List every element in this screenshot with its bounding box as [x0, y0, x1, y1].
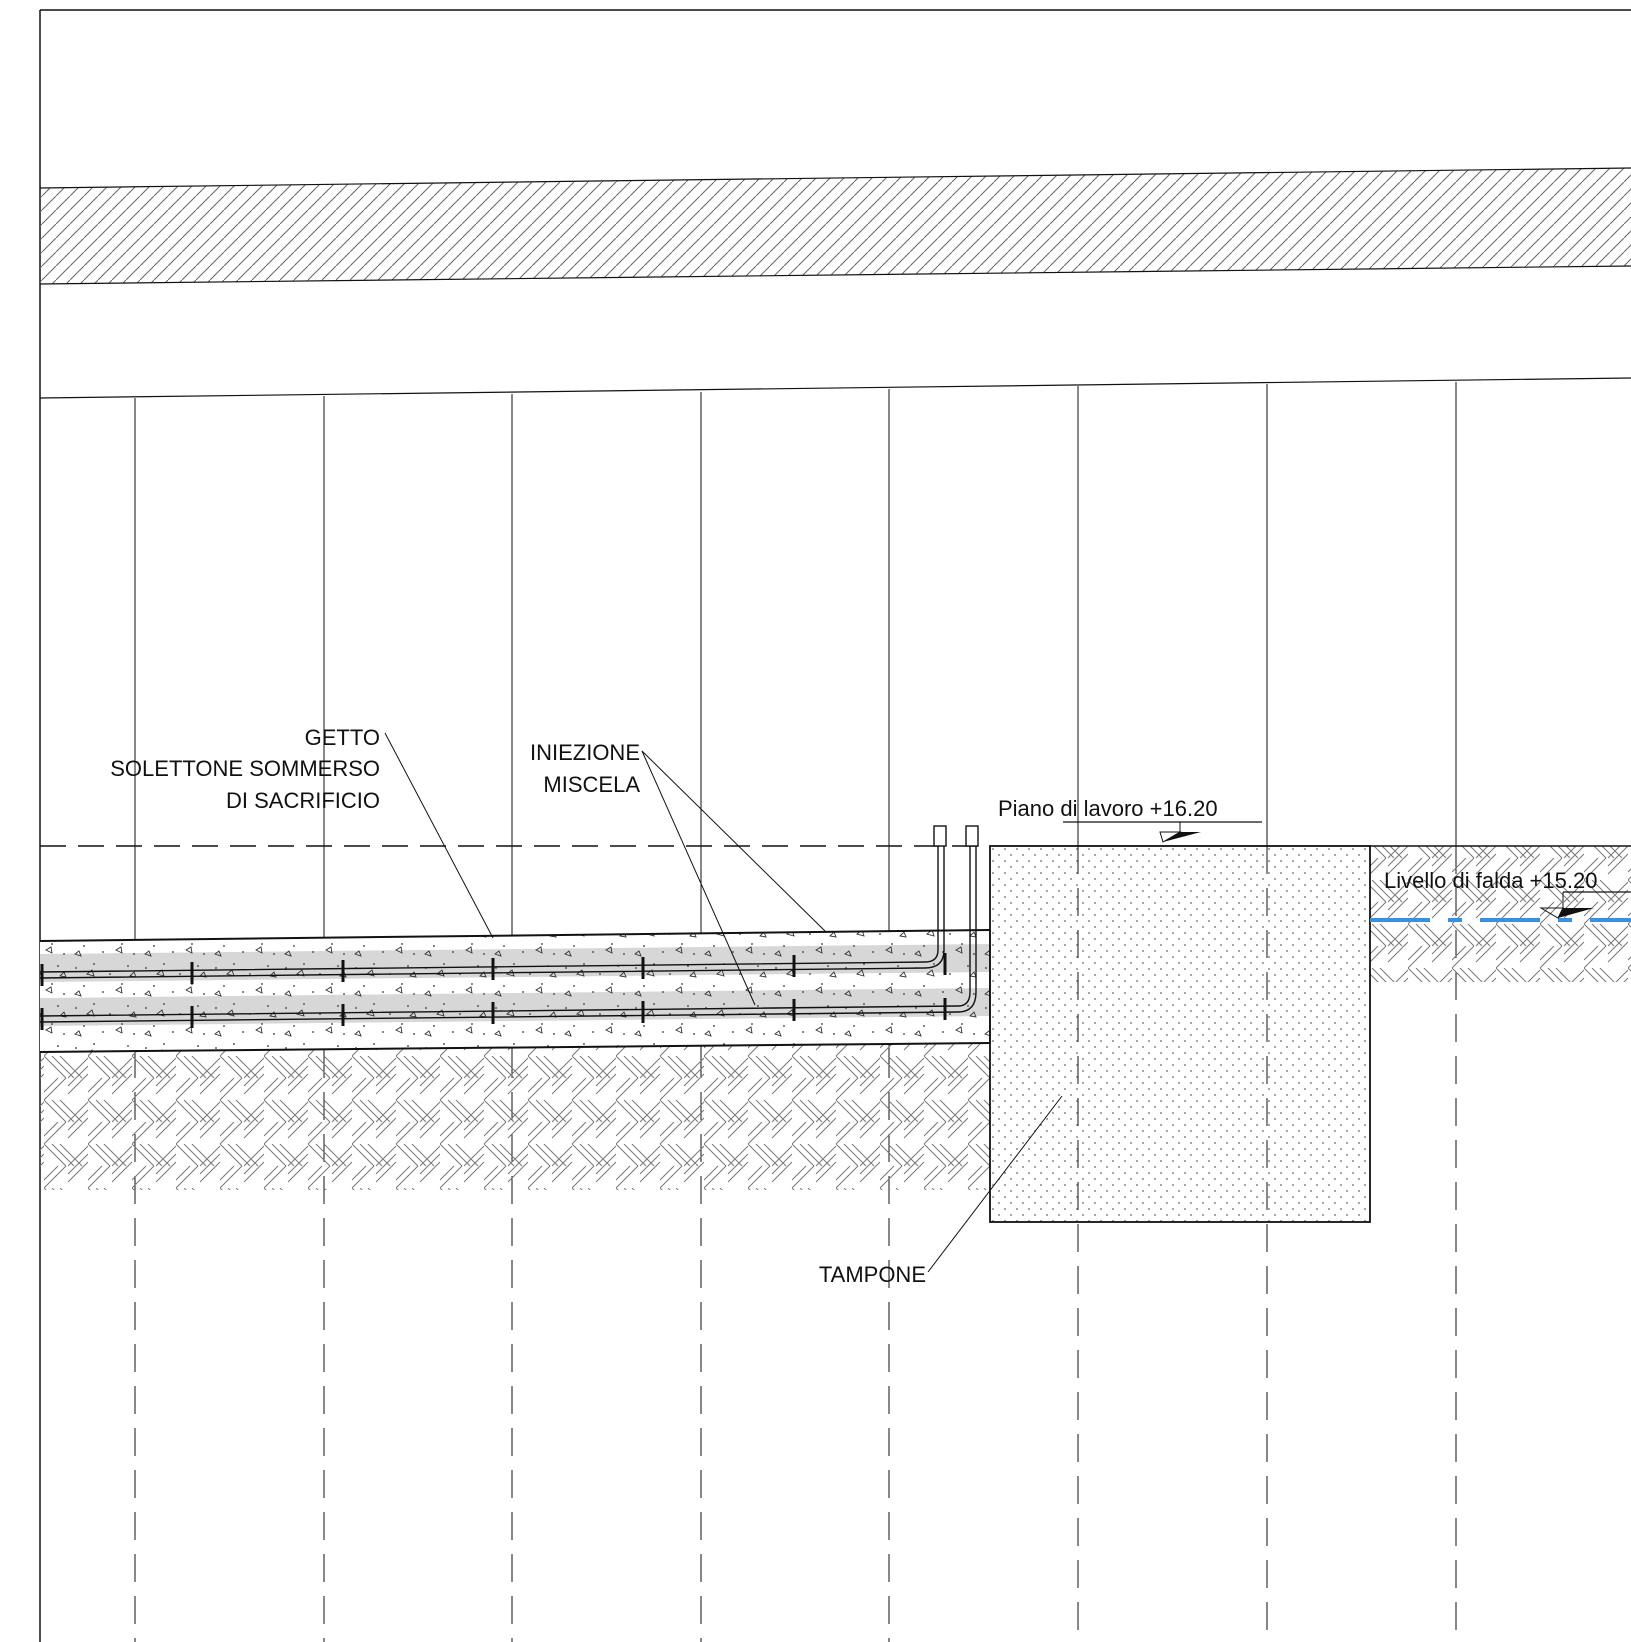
soil-left — [40, 1043, 990, 1190]
leader-lines — [384, 732, 1063, 1273]
label-piano-di-lavoro: Piano di lavoro +16.20 — [998, 796, 1218, 821]
beam-underside-line — [39, 377, 1631, 399]
tampone-block — [989, 845, 1371, 1223]
water-level-marker — [1539, 891, 1631, 919]
label-livello-di-falda: Livello di falda +15.20 — [1384, 868, 1597, 893]
label-tampone: TAMPONE — [819, 1262, 926, 1287]
injection-pipes — [39, 825, 979, 1023]
label-iniezione-line1: INIEZIONE — [530, 740, 640, 765]
label-getto-line2: SOLETTONE SOMMERSO — [110, 756, 380, 781]
pipe-spacers — [40, 953, 947, 1030]
label-getto-line3: DI SACRIFICIO — [226, 788, 380, 813]
soil-right — [1370, 846, 1631, 982]
top-slab — [39, 167, 1631, 285]
label-getto-line1: GETTO — [305, 725, 380, 750]
sacrificial-slab — [39, 929, 991, 1053]
label-iniezione-line2: MISCELA — [543, 772, 640, 797]
working-plane-marker — [1063, 821, 1262, 843]
